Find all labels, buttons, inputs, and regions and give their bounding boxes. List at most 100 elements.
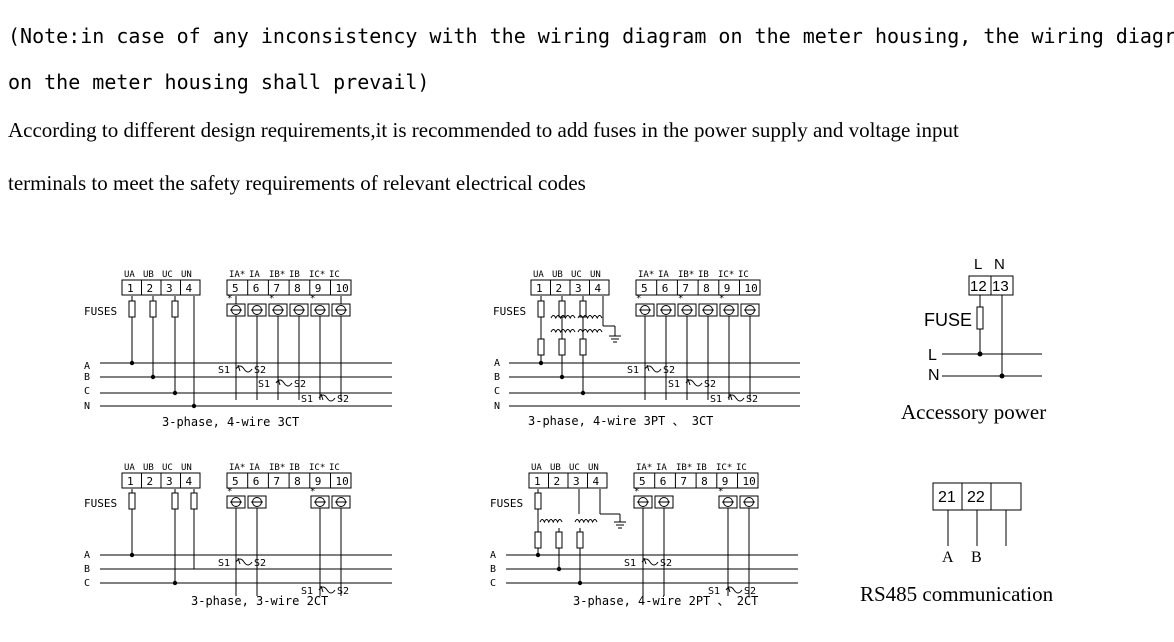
ct-s2-label: S2 [660, 558, 672, 569]
current-header-5: IC [738, 270, 749, 280]
voltage-terminal-1: 2 [554, 475, 561, 488]
polarity-star: * [269, 294, 274, 304]
ct-s1-label: S1 [258, 379, 270, 390]
fuse-symbol [579, 300, 587, 318]
current-header-3: IB [289, 270, 300, 280]
neutral-label: N [494, 401, 500, 412]
current-terminal-3: 8 [703, 282, 710, 295]
voltage-terminal-1: 2 [147, 282, 154, 295]
phase-b-label: B [84, 564, 90, 575]
acc-line-l-label: L [928, 347, 937, 364]
current-header-5: IC [329, 270, 340, 280]
ct-s1-label: S1 [218, 558, 230, 569]
voltage-header-2: UC [569, 463, 580, 473]
ct-s1-label: S1 [708, 586, 720, 597]
phase-b-label: B [84, 372, 90, 383]
current-terminal-5: 10 [743, 475, 756, 488]
voltage-terminal-1: 2 [556, 282, 563, 295]
fuse-symbol [537, 338, 545, 356]
fuse-symbol [128, 300, 136, 318]
current-terminal-4: 9 [315, 282, 322, 295]
fuse-symbol [128, 492, 136, 510]
fuse-symbol [534, 531, 542, 549]
current-terminal-4: 9 [722, 475, 729, 488]
accessory-power-diagram: L N 12 13 FUSE L N Accessory power [901, 256, 1046, 424]
current-terminal-5: 10 [745, 282, 758, 295]
ct-s2-label: S2 [254, 365, 266, 376]
current-header-1: IA [656, 463, 667, 473]
ct-s2-label: S2 [254, 558, 266, 569]
current-header-1: IA [249, 270, 260, 280]
rs485-caption: RS485 communication [860, 582, 1054, 606]
acc-l-header: L [974, 256, 982, 273]
acc-caption: Accessory power [901, 400, 1046, 424]
transformer-coil [539, 519, 563, 524]
phase-c-label: C [84, 578, 90, 589]
current-header-1: IA [249, 463, 260, 473]
ct-s1-label: S1 [624, 558, 636, 569]
ct-s2-label: S2 [337, 586, 349, 597]
rs485-label-a: A [942, 549, 954, 566]
fuses-label: FUSES [84, 305, 117, 318]
current-terminal-4: 9 [315, 475, 322, 488]
fuse-symbol [555, 531, 563, 549]
current-terminal-3: 8 [294, 282, 301, 295]
phase-a-label: A [84, 550, 90, 561]
phase-b-label: B [490, 564, 496, 575]
current-terminal-2: 7 [273, 282, 280, 295]
fuse-symbol [190, 492, 198, 510]
current-header-5: IC [329, 463, 340, 473]
voltage-terminal-0: 1 [534, 475, 541, 488]
ct-s2-label: S2 [663, 365, 675, 376]
voltage-header-1: UB [143, 270, 154, 280]
current-header-0: IA* [229, 463, 245, 473]
current-terminal-5: 10 [336, 282, 349, 295]
voltage-terminal-3: 4 [593, 475, 600, 488]
voltage-header-3: UN [588, 463, 599, 473]
voltage-terminal-1: 2 [147, 475, 154, 488]
fuse-symbol [576, 531, 584, 549]
phase-c-label: C [490, 578, 496, 589]
fuse-symbol [149, 300, 157, 318]
transformer-coil [574, 519, 598, 524]
transformer-coil [550, 315, 576, 320]
polarity-star: * [227, 487, 232, 497]
current-header-0: IA* [229, 270, 245, 280]
fuse-symbol [579, 338, 587, 356]
current-terminal-1: 6 [660, 475, 667, 488]
current-terminal-1: 6 [662, 282, 669, 295]
polarity-star: * [227, 294, 232, 304]
phase-a-label: A [84, 361, 90, 372]
fuses-label: FUSES [84, 497, 117, 510]
recommendation-line-1: According to different design requiremen… [8, 118, 959, 142]
ct-s2-label: S2 [337, 394, 349, 405]
acc-fuse-label: FUSE [924, 310, 972, 330]
current-terminal-0: 5 [641, 282, 648, 295]
voltage-terminal-2: 3 [166, 282, 173, 295]
acc-terminal-13: 13 [992, 278, 1009, 295]
ct-s1-label: S1 [301, 394, 313, 405]
current-header-4: IC* [716, 463, 732, 473]
note-line-2: on the meter housing shall prevail) [8, 70, 430, 94]
acc-n-header: N [994, 256, 1005, 273]
voltage-header-2: UC [162, 270, 173, 280]
voltage-terminal-2: 3 [166, 475, 173, 488]
current-header-4: IC* [309, 463, 325, 473]
current-terminal-4: 9 [724, 282, 731, 295]
current-terminal-0: 5 [639, 475, 646, 488]
polarity-star: * [718, 487, 723, 497]
voltage-header-2: UC [571, 270, 582, 280]
diagram-caption: 3-phase, 4-wire 3CT [162, 415, 299, 429]
diagram-caption: 3-phase, 4-wire 3PT 、 3CT [528, 414, 713, 428]
current-header-0: IA* [636, 463, 652, 473]
ct-s2-label: S2 [744, 586, 756, 597]
ct-s2-label: S2 [704, 379, 716, 390]
current-terminal-5: 10 [336, 475, 349, 488]
voltage-header-1: UB [550, 463, 561, 473]
voltage-terminal-0: 1 [536, 282, 543, 295]
current-header-1: IA [658, 270, 669, 280]
current-header-2: IB* [676, 463, 692, 473]
polarity-star: * [719, 294, 724, 304]
